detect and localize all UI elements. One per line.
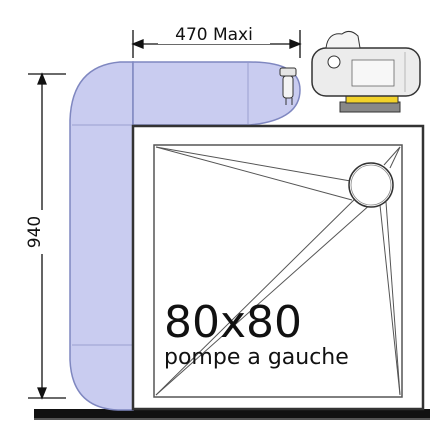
height-dimension-label: 940 [25,216,45,248]
pump-top-cap [325,30,361,49]
pipe-fitting [279,67,297,105]
slope-lines [155,146,401,396]
vertical-duct [69,61,134,411]
pump-side-label: pompe a gauche [164,345,349,370]
drain-inner [350,164,392,206]
horizontal-duct [132,61,301,126]
floor-bottom-edge [34,418,430,420]
drain-circle [348,162,394,208]
pump-unit [311,30,421,113]
pump-outlet [327,55,341,69]
floor-line [34,409,430,418]
width-dimension-label: 470 Maxi [175,25,253,45]
pump-label-panel [351,59,395,87]
height-dimension-bg [26,210,50,254]
tray-size-label: 80x80 [164,297,302,348]
width-dimension-bg [158,22,270,44]
